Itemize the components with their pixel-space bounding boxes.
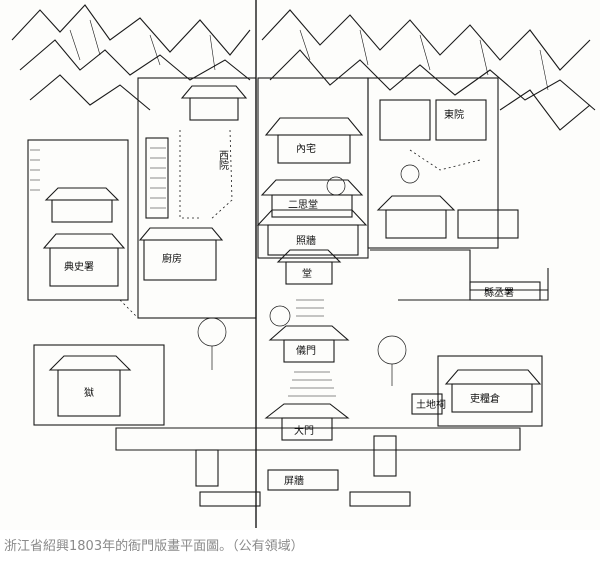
- image-caption: 浙江省紹興1803年的衙門版畫平面圖。（公有領域）: [0, 530, 600, 564]
- map-drawing: 內宅 西院 東院 廚房 典史署 二思堂 照牆 堂 儀門 獄 土地祠 吏糧倉 大門…: [11, 0, 596, 528]
- label-yimen: 儀門: [296, 344, 316, 357]
- label-pingqiang: 屏牆: [284, 474, 304, 487]
- label-tudi: 土地祠: [416, 398, 446, 411]
- building-labels: 內宅 西院 東院 廚房 典史署 二思堂 照牆 堂 儀門 獄 土地祠 吏糧倉 大門…: [64, 108, 514, 487]
- label-ersi: 二思堂: [288, 199, 318, 211]
- label-yu: 獄: [84, 387, 94, 399]
- label-neishi: 內宅: [296, 142, 316, 155]
- label-xiancheng: 縣丞署: [484, 287, 514, 299]
- corridor-hatching: [30, 147, 336, 397]
- compound-walls: [27, 77, 549, 451]
- trees: [197, 164, 420, 386]
- label-daimen: 大門: [294, 424, 314, 437]
- mountain-ridges: [11, 4, 596, 131]
- label-zhao: 照牆: [296, 234, 316, 247]
- mountain-shading: [69, 19, 549, 91]
- label-tang: 堂: [302, 268, 312, 280]
- buildings: [42, 85, 542, 507]
- label-chufang: 廚房: [162, 252, 182, 265]
- label-dianshi: 典史署: [64, 260, 94, 273]
- label-xiyuan: 西院: [217, 150, 229, 171]
- woodblock-map-image: 內宅 西院 東院 廚房 典史署 二思堂 照牆 堂 儀門 獄 土地祠 吏糧倉 大門…: [11, 0, 596, 528]
- dotted-paths: [119, 129, 481, 319]
- label-dongyuan: 東院: [444, 108, 464, 121]
- label-libang: 吏糧倉: [470, 392, 500, 405]
